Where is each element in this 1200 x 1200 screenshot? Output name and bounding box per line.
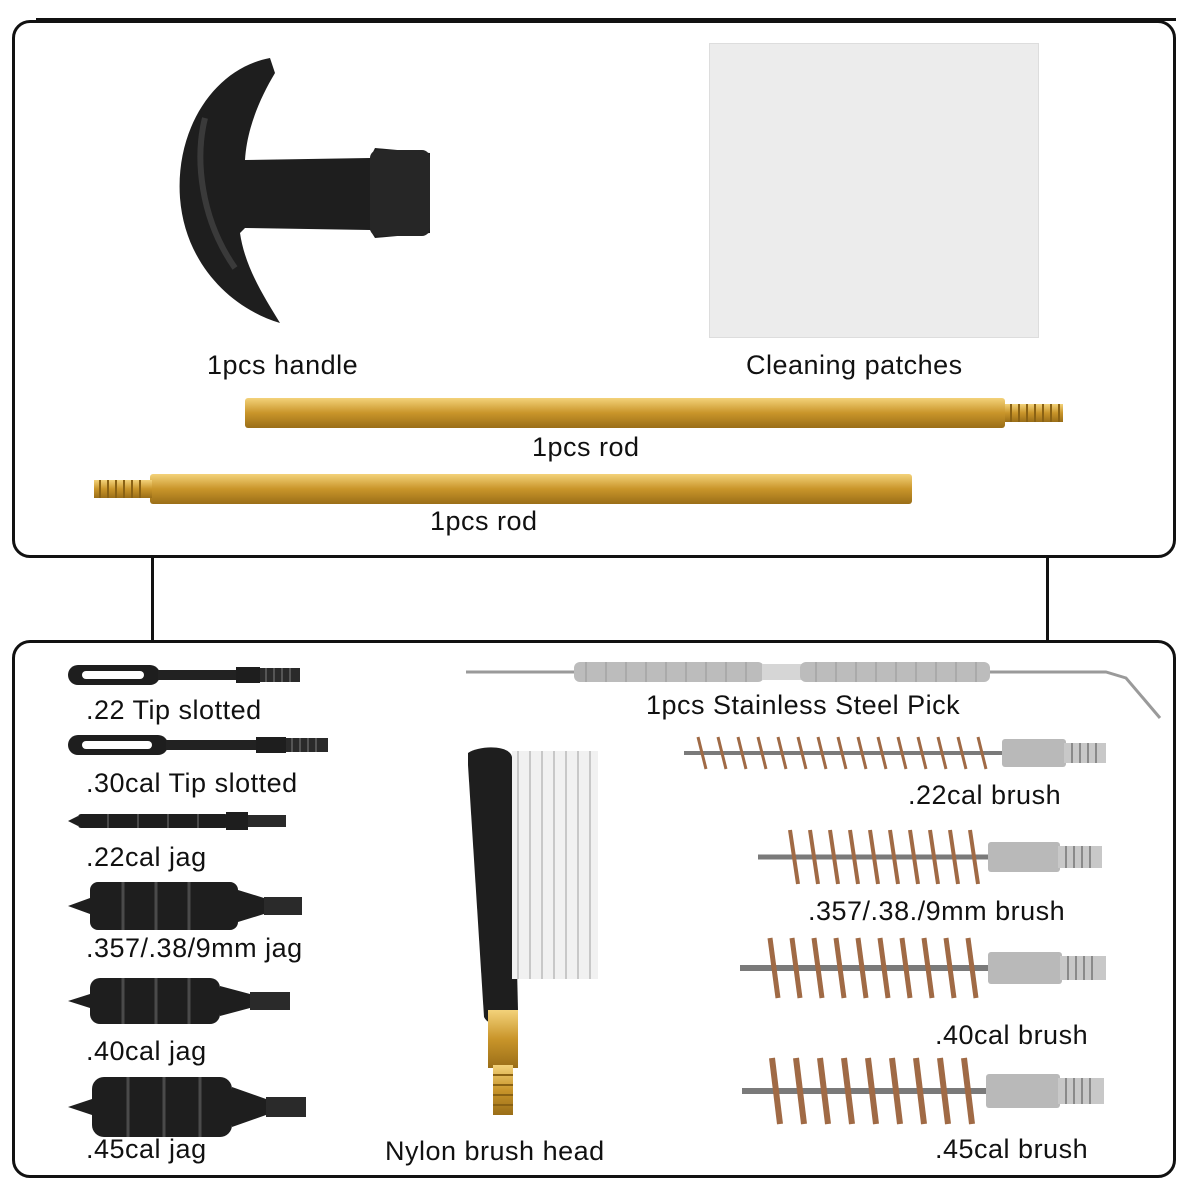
connector-line-left xyxy=(151,558,154,640)
brush-label: .45cal brush xyxy=(935,1134,1089,1164)
nylon-label: Nylon brush head xyxy=(385,1136,605,1166)
jag-icon xyxy=(68,1077,306,1137)
rod1-label: 1pcs rod xyxy=(532,432,640,462)
left-item-label: .22 Tip slotted xyxy=(86,695,262,725)
top-divider-line xyxy=(36,18,1176,21)
nylon-brush-icon xyxy=(468,747,598,1115)
jag-icon xyxy=(68,882,302,930)
jag-icon xyxy=(68,978,290,1024)
brush-label: .40cal brush xyxy=(935,1020,1089,1050)
cleaning-patch-icon xyxy=(709,43,1039,338)
slotted-tip-icon xyxy=(68,735,328,755)
jag-icon xyxy=(68,812,286,830)
left-item-label: .22cal jag xyxy=(86,842,207,872)
brush-label: .357/.38./9mm brush xyxy=(808,896,1066,926)
handle-label: 1pcs handle xyxy=(207,350,359,380)
t-handle-icon xyxy=(179,58,430,323)
brush-label: .22cal brush xyxy=(908,780,1062,810)
left-item-label: .30cal Tip slotted xyxy=(86,768,298,798)
slotted-tip-icon xyxy=(68,665,300,685)
left-item-label: .45cal jag xyxy=(86,1134,207,1164)
left-item-label: .357/.38/9mm jag xyxy=(86,933,303,963)
pick-icon xyxy=(466,662,1162,719)
patches-label: Cleaning patches xyxy=(746,350,963,380)
bronze-brush-icon xyxy=(758,829,1102,885)
brass-rod-icon xyxy=(245,398,1063,428)
brass-rod-icon xyxy=(94,474,912,504)
bronze-brush-icon xyxy=(742,1057,1104,1125)
pick-label: 1pcs Stainless Steel Pick xyxy=(646,690,961,720)
bronze-brush-icon xyxy=(684,736,1106,770)
bronze-brush-icon xyxy=(740,937,1106,999)
connector-line-right xyxy=(1046,558,1049,640)
rod2-label: 1pcs rod xyxy=(430,506,538,536)
left-item-label: .40cal jag xyxy=(86,1036,207,1066)
